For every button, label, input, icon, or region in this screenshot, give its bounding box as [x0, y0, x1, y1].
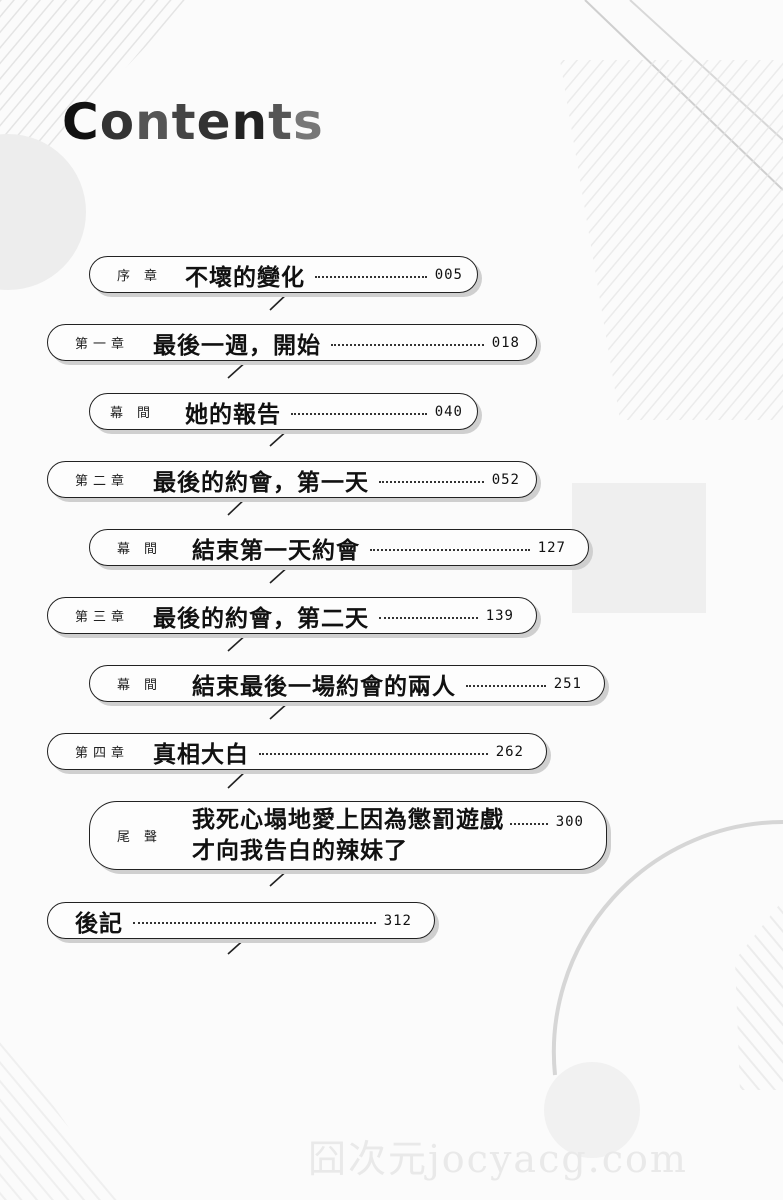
toc-entry-chapter-1[interactable]: 第一章 最後一週，開始 018 — [47, 324, 537, 361]
bubble-tail — [269, 290, 291, 311]
chapter-label: 幕間 — [117, 678, 172, 693]
title-letter: o — [99, 93, 136, 151]
page-number: 300 — [555, 813, 584, 830]
watermark-text: 囧次元jocyacg.com — [308, 1137, 688, 1181]
bubble-tail — [269, 700, 291, 720]
chapter-title: 最後一週，開始 — [153, 332, 321, 359]
page-number: 127 — [537, 539, 566, 556]
leader-dots — [510, 822, 548, 825]
bubble-tail — [227, 359, 249, 379]
page-number: 262 — [495, 743, 524, 760]
right-gray-square — [572, 483, 706, 613]
toc-entry-interlude-3[interactable]: 幕間 結束最後一場約會的兩人 251 — [89, 665, 605, 702]
bubble-tail — [227, 632, 249, 652]
leader-dots — [379, 616, 478, 619]
chapter-title: 後記 — [75, 910, 123, 937]
chapter-label: 第三章 — [75, 610, 130, 625]
chapter-title: 最後的約會，第一天 — [153, 469, 369, 496]
bubble-tail — [269, 564, 291, 584]
leader-dots — [133, 921, 376, 924]
bubble-tail — [269, 427, 291, 447]
chapter-label: 序章 — [117, 269, 172, 284]
toc-entry-interlude-1[interactable]: 幕間 她的報告 040 — [89, 393, 478, 430]
toc-entry-epilogue[interactable]: 尾聲 我死心塌地愛上因為懲罰遊戲 才向我告白的辣妹了 300 — [89, 801, 607, 870]
page-number: 052 — [491, 471, 520, 488]
title-letter: s — [293, 93, 324, 151]
toc-entry-chapter-2[interactable]: 第二章 最後的約會，第一天 052 — [47, 461, 537, 498]
page-number: 251 — [553, 675, 582, 692]
chapter-title: 她的報告 — [185, 401, 281, 428]
title-letter: n — [231, 93, 269, 151]
page-number: 139 — [485, 607, 514, 624]
chapter-title-line-1: 我死心塌地愛上因為懲罰遊戲 — [192, 806, 504, 833]
leader-dots — [315, 275, 427, 278]
toc-entry-interlude-2[interactable]: 幕間 結束第一天約會 127 — [89, 529, 589, 566]
chapter-title: 最後的約會，第二天 — [153, 605, 369, 632]
chapter-title-line-2: 才向我告白的辣妹了 — [192, 837, 408, 864]
bottom-left-stripe-band — [0, 1030, 120, 1200]
leader-dots — [370, 548, 530, 551]
page-number: 040 — [434, 403, 463, 420]
leader-dots — [291, 412, 427, 415]
chapter-title: 結束最後一場約會的兩人 — [192, 673, 456, 700]
chapter-title: 我死心塌地愛上因為懲罰遊戲 才向我告白的辣妹了 — [192, 805, 504, 867]
chapter-label: 尾聲 — [117, 830, 172, 845]
chapter-label: 第二章 — [75, 474, 130, 489]
chapter-label: 幕間 — [110, 406, 165, 421]
leader-dots — [466, 684, 546, 687]
left-gray-circle — [0, 134, 86, 290]
title-letter: n — [135, 93, 172, 151]
title-letter: t — [171, 93, 197, 151]
page-number: 018 — [491, 334, 520, 351]
toc-entry-chapter-3[interactable]: 第三章 最後的約會，第二天 139 — [47, 597, 537, 634]
title-letter: t — [268, 93, 294, 151]
bubble-tail — [227, 768, 249, 789]
chapter-label: 第四章 — [75, 746, 130, 761]
leader-dots — [259, 752, 488, 755]
chapter-label: 第一章 — [75, 337, 130, 352]
chapter-title: 真相大白 — [153, 741, 249, 768]
title-letter: C — [62, 93, 100, 151]
title-letter: e — [196, 93, 232, 151]
leader-dots — [331, 343, 484, 346]
bottom-right-stripe-band — [735, 900, 783, 1090]
toc-entry-prologue[interactable]: 序章 不壞的變化 005 — [89, 256, 478, 293]
chapter-title: 結束第一天約會 — [192, 537, 360, 564]
toc-entry-chapter-4[interactable]: 第四章 真相大白 262 — [47, 733, 547, 770]
bubble-tail — [227, 495, 249, 516]
page-number: 312 — [383, 912, 412, 929]
page-number: 005 — [434, 266, 463, 283]
bottom-right-arc — [551, 820, 783, 1076]
bubble-tail — [227, 935, 249, 955]
page-title: C o n t e n t s — [62, 96, 324, 148]
toc-entry-afterword[interactable]: 後記 312 — [47, 902, 435, 939]
bubble-tail — [269, 867, 291, 887]
bottom-faint-circle — [544, 1062, 640, 1158]
chapter-label: 幕間 — [117, 542, 172, 557]
leader-dots — [379, 480, 484, 483]
chapter-title: 不壞的變化 — [185, 264, 305, 291]
right-stripe-band — [560, 60, 783, 420]
